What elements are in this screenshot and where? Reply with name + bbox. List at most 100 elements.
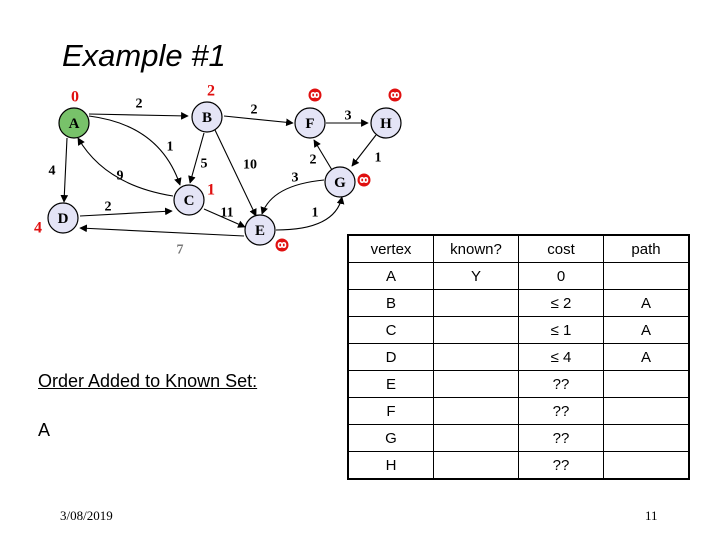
edge-e-g	[275, 196, 345, 231]
weight-b-e: 10	[243, 158, 257, 173]
cell-cost: ??	[518, 451, 604, 480]
svg-text:A: A	[69, 116, 80, 132]
edge-e-d	[79, 224, 245, 237]
header-vertex: vertex	[347, 234, 434, 263]
table-row: E ??	[347, 370, 690, 398]
node-e: E	[244, 214, 276, 246]
weight-a-c: 1	[167, 140, 174, 155]
cell-cost: 0	[518, 262, 604, 290]
table-row: C ≤ 1 A	[347, 316, 690, 344]
cost-label-d: 4	[34, 220, 42, 237]
cost-label-a: 0	[71, 89, 79, 106]
svg-text:G: G	[334, 175, 346, 191]
edge-c-a	[77, 137, 174, 197]
cell-vertex: F	[347, 397, 434, 425]
cell-path: A	[603, 289, 690, 317]
cell-cost: ≤ 4	[518, 343, 604, 371]
infinity-icon	[275, 238, 289, 252]
slide-title: Example #1	[62, 38, 226, 73]
order-added-value: A	[38, 420, 51, 440]
edge-h-g	[351, 134, 377, 167]
table-row: F ??	[347, 397, 690, 425]
weight-c-e: 11	[220, 206, 233, 221]
cell-cost: ??	[518, 424, 604, 452]
weight-f-h: 3	[345, 109, 352, 124]
cell-path: A	[603, 343, 690, 371]
infinity-icon	[388, 88, 402, 102]
table-row: A Y 0	[347, 262, 690, 290]
edge-g-e	[260, 179, 325, 215]
node-c: C	[173, 184, 205, 216]
cell-known	[433, 289, 519, 317]
weight-c-a: 9	[117, 169, 124, 184]
cost-label-c: 1	[207, 182, 215, 199]
header-cost: cost	[518, 234, 604, 263]
edge-c-e	[203, 208, 246, 228]
infinity-icon	[357, 173, 371, 187]
weight-e-d: 7	[177, 243, 184, 258]
cell-path	[603, 451, 690, 480]
cell-vertex: C	[347, 316, 434, 344]
cell-path: A	[603, 316, 690, 344]
infinity-icon	[308, 88, 322, 102]
cell-cost: ??	[518, 370, 604, 398]
svg-text:E: E	[255, 223, 265, 239]
cell-known	[433, 370, 519, 398]
table-row: H ??	[347, 451, 690, 480]
table-row: B ≤ 2 A	[347, 289, 690, 317]
cell-known	[433, 424, 519, 452]
weight-b-c: 5	[201, 157, 208, 172]
node-b: B	[191, 101, 223, 133]
node-g: G	[324, 166, 356, 198]
table-row: D ≤ 4 A	[347, 343, 690, 371]
svg-text:D: D	[58, 211, 69, 227]
dijkstra-table: vertex known? cost path A Y 0 B ≤ 2 A C	[347, 234, 690, 480]
slide-date: 3/08/2019	[60, 508, 113, 523]
cell-vertex: E	[347, 370, 434, 398]
edge-b-c	[188, 132, 205, 184]
cell-known	[433, 451, 519, 480]
edge-b-f	[223, 115, 294, 127]
weight-h-g: 1	[375, 151, 382, 166]
table-row: G ??	[347, 424, 690, 452]
svg-text:B: B	[202, 110, 212, 126]
header-known: known?	[433, 234, 519, 263]
cell-cost: ≤ 2	[518, 289, 604, 317]
cell-vertex: B	[347, 289, 434, 317]
cell-cost: ??	[518, 397, 604, 425]
edges	[60, 112, 377, 237]
weight-a-d: 4	[49, 164, 56, 179]
weight-g-e: 3	[292, 171, 299, 186]
weight-e-g: 1	[312, 206, 319, 221]
cell-vertex: H	[347, 451, 434, 480]
cell-known: Y	[433, 262, 519, 290]
order-added-label: Order Added to Known Set:	[38, 371, 258, 391]
table-header-row: vertex known? cost path	[347, 234, 690, 263]
weight-b-f: 2	[251, 103, 258, 118]
slide-page-number: 11	[645, 508, 658, 523]
edge-weights: 2 1 4 9 5 10 2 3 1 2 3 1 2 11 7	[49, 97, 382, 258]
svg-text:H: H	[380, 116, 392, 132]
node-h: H	[370, 107, 402, 139]
weight-a-b: 2	[136, 97, 143, 112]
cell-known	[433, 397, 519, 425]
cell-path	[603, 262, 690, 290]
header-path: path	[603, 234, 690, 263]
weight-g-f: 2	[310, 153, 317, 168]
node-f: F	[294, 107, 326, 139]
cell-path	[603, 424, 690, 452]
cell-known	[433, 343, 519, 371]
cell-known	[433, 316, 519, 344]
cell-path	[603, 397, 690, 425]
edge-d-c	[79, 207, 173, 217]
node-d: D	[47, 202, 79, 234]
svg-text:C: C	[184, 193, 195, 209]
edge-a-d	[60, 137, 69, 203]
edge-a-c	[88, 115, 182, 186]
cell-path	[603, 370, 690, 398]
edge-b-e	[214, 129, 257, 217]
cell-vertex: G	[347, 424, 434, 452]
svg-text:F: F	[305, 116, 314, 132]
